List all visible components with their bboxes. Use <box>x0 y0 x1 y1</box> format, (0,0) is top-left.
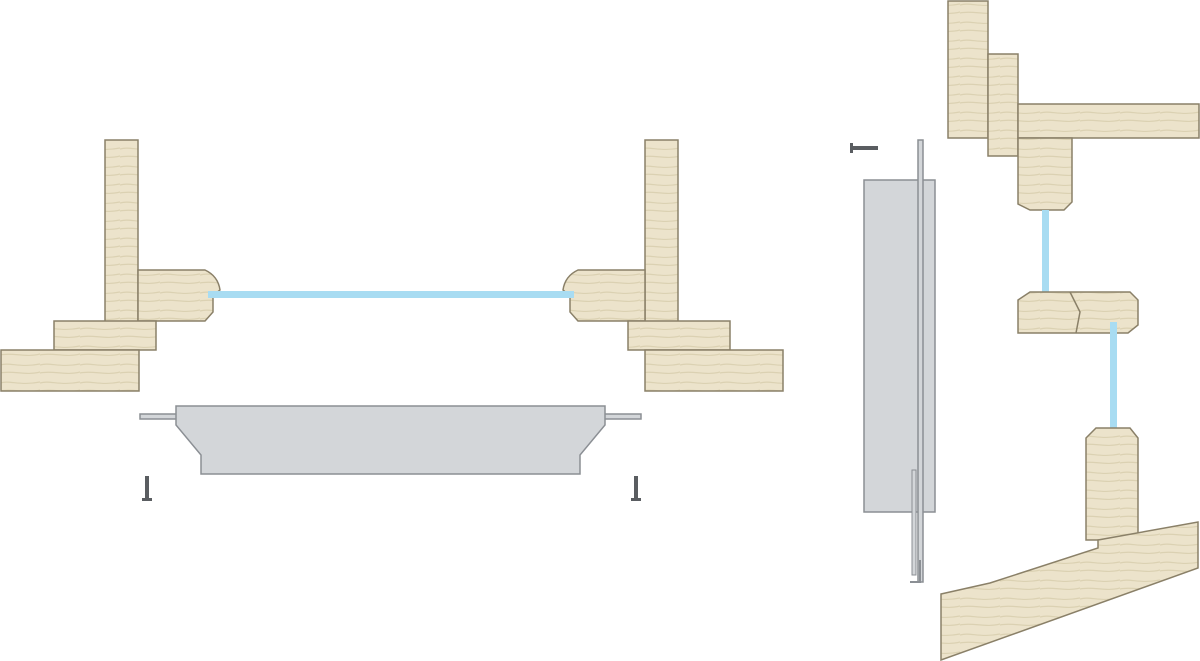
hanger-rod-inner <box>911 469 917 576</box>
head-trim-inner <box>987 53 1019 157</box>
upper-glass-pane <box>1042 210 1049 300</box>
right-jamb-assembly <box>562 139 784 392</box>
head-trim-outer <box>947 0 989 139</box>
storm-panel-body <box>175 405 606 475</box>
storm-panel-side-body <box>863 179 936 513</box>
hanger-rod <box>917 139 924 583</box>
meeting-rail <box>1017 291 1139 334</box>
screw-icon <box>850 143 878 153</box>
right-stop-lower <box>644 349 784 392</box>
left-stop-lower <box>0 349 140 392</box>
storm-panel-plan <box>139 405 642 475</box>
glass-pane-horizontal <box>208 291 574 298</box>
right-stop-upper <box>627 320 731 351</box>
upper-sash-top-rail <box>1017 137 1073 211</box>
screw-icon <box>631 476 641 501</box>
window-sill <box>940 521 1199 661</box>
storm-panel-side-view <box>850 139 936 583</box>
vertical-section-view <box>940 0 1200 661</box>
right-jamb-post <box>644 139 679 323</box>
head-jamb <box>1017 103 1200 139</box>
screw-icon <box>142 476 152 501</box>
lower-glass-pane <box>1110 322 1117 438</box>
left-jamb-post <box>104 139 139 323</box>
left-sash-stile <box>137 269 221 322</box>
hanger-hook <box>910 560 921 583</box>
left-jamb-assembly <box>0 139 221 392</box>
left-stop-upper <box>53 320 157 351</box>
right-sash-stile <box>562 269 646 322</box>
lower-sash-bottom-rail <box>1085 427 1139 541</box>
plan-section-view <box>0 139 784 501</box>
meeting-rail-joint <box>1069 291 1081 334</box>
